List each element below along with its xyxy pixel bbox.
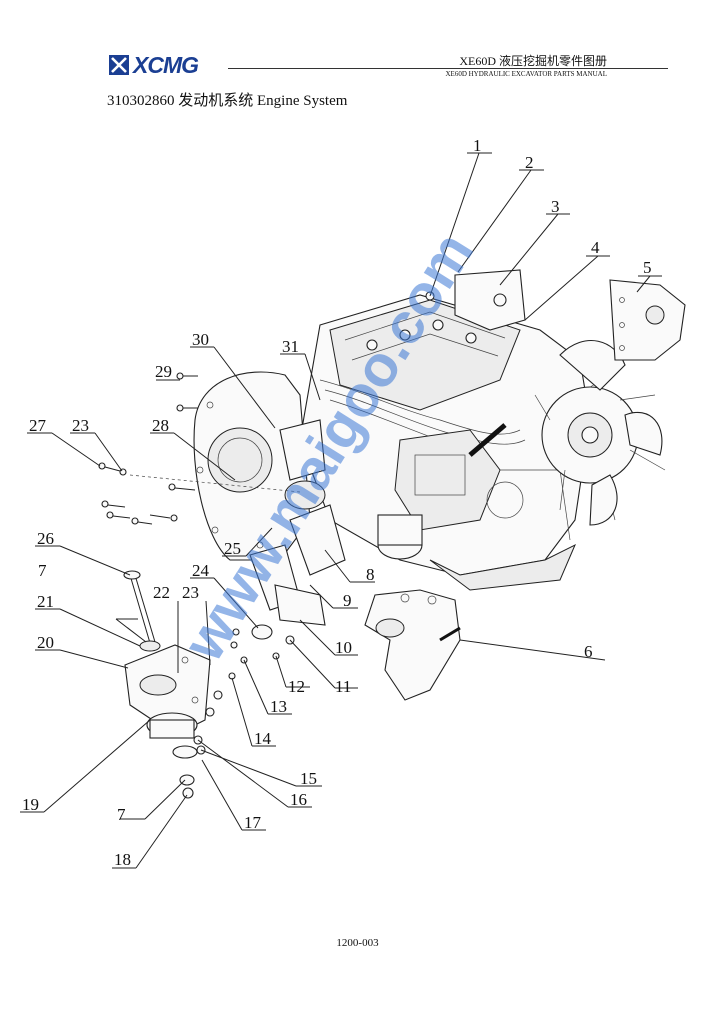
- callout-6: 6: [584, 642, 593, 661]
- left-engine-mount: [123, 570, 223, 799]
- callout-labels: 1 2 3 4 5 6 7 7 8 9 10 11 12 13 14 15 16…: [22, 136, 652, 869]
- part-6-bracket: [364, 589, 461, 701]
- callout-17: 17: [244, 813, 262, 832]
- part-24-mount: [228, 624, 295, 680]
- callout-16: 16: [290, 790, 307, 809]
- page-title: 310302860 发动机系统 Engine System: [107, 93, 348, 109]
- callout-2: 2: [525, 153, 534, 172]
- callout-3: 3: [551, 197, 560, 216]
- callout-11: 11: [335, 677, 351, 696]
- callout-28: 28: [152, 416, 169, 435]
- callout-20: 20: [37, 633, 54, 652]
- part-29-bolts: [176, 372, 198, 412]
- callout-24: 24: [192, 561, 210, 580]
- header-rule: [228, 68, 668, 69]
- manual-title: XE60D 液压挖掘机零件图册: [459, 54, 607, 68]
- callout-12: 12: [288, 677, 305, 696]
- callout-26: 26: [37, 529, 54, 548]
- callout-29: 29: [155, 362, 172, 381]
- callout-7-lower: 7: [117, 805, 126, 824]
- leader-lines: [20, 152, 662, 869]
- flywheel-housing: [193, 371, 326, 561]
- callout-27: 27: [29, 416, 47, 435]
- xcmg-logo: XCMG: [109, 52, 200, 78]
- callout-15: 15: [300, 769, 317, 788]
- callout-21: 21: [37, 592, 54, 611]
- callout-7-upper: 7: [38, 561, 47, 580]
- callout-22: 22: [153, 583, 170, 602]
- callout-30: 30: [192, 330, 209, 349]
- part-5-bracket: [609, 279, 686, 361]
- xcmg-emblem-icon: [109, 55, 129, 75]
- callout-31: 31: [282, 337, 299, 356]
- part-27-bolts: [98, 462, 196, 525]
- callout-13: 13: [270, 697, 287, 716]
- callout-9: 9: [343, 591, 352, 610]
- manual-subtitle: XE60D HYDRAULIC EXCAVATOR PARTS MANUAL: [445, 70, 607, 78]
- callout-1: 1: [473, 136, 482, 155]
- callout-19: 19: [22, 795, 39, 814]
- callout-23-upper: 23: [72, 416, 89, 435]
- callout-8: 8: [366, 565, 375, 584]
- callout-23-lower: 23: [182, 583, 199, 602]
- callout-18: 18: [114, 850, 131, 869]
- callout-4: 4: [591, 238, 600, 257]
- callout-5: 5: [643, 258, 652, 277]
- callout-25: 25: [224, 539, 241, 558]
- callout-10: 10: [335, 638, 352, 657]
- callout-14: 14: [254, 729, 272, 748]
- page-number: 1200-003: [336, 937, 379, 949]
- brand-wordmark: XCMG: [131, 52, 199, 78]
- engine-assembly: [299, 269, 666, 591]
